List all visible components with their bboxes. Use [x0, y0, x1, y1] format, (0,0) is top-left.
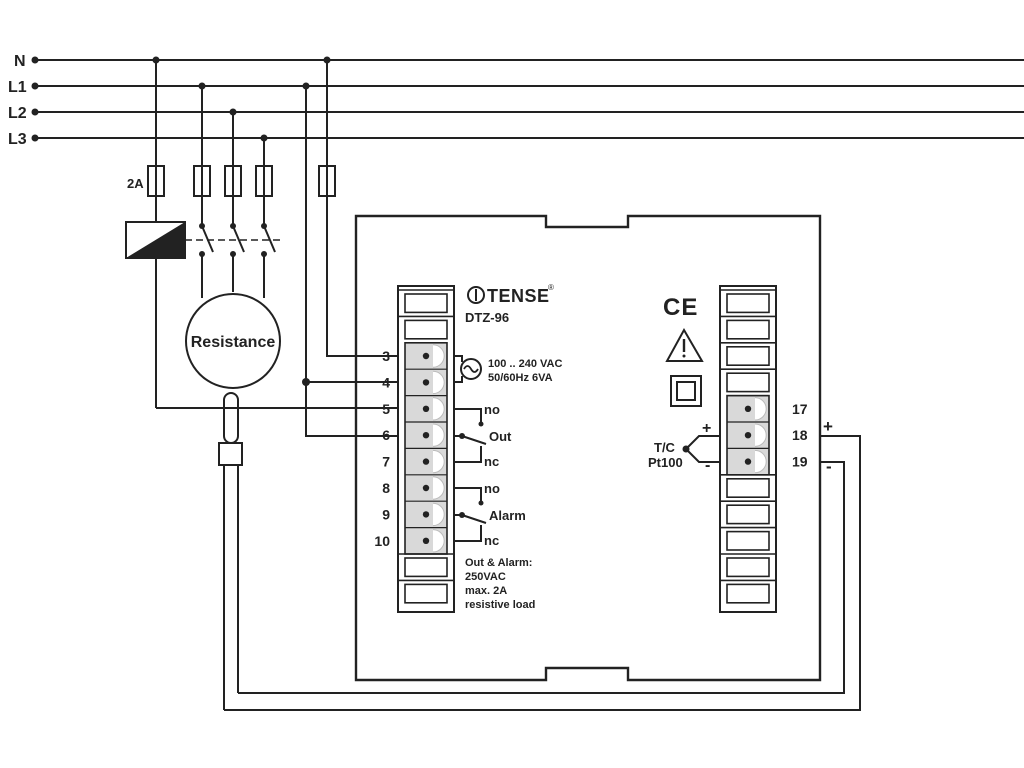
warning-triangle-icon	[665, 327, 704, 362]
left-terminal-block	[398, 289, 454, 604]
terminal-screw	[422, 352, 430, 360]
relay-note-line-3: max. 2A	[465, 585, 507, 597]
terminal-screw	[744, 405, 752, 412]
probe-minus-label: -	[826, 457, 832, 476]
terminal-screw	[744, 432, 752, 439]
line-label-l2: L2	[8, 105, 27, 122]
terminal-number: 7	[382, 454, 390, 470]
line-label-l1: L1	[8, 79, 27, 96]
terminal-number: 5	[382, 401, 390, 417]
load-label: Resistance	[191, 334, 276, 351]
terminal-number: 18	[792, 427, 808, 443]
ac-supply-icon	[454, 355, 482, 383]
terminal-screw	[422, 405, 430, 412]
terminal-screw	[422, 432, 430, 439]
relay-note-line-2: 250VAC	[465, 571, 506, 583]
fuse-rating-label: 2A	[127, 176, 144, 191]
temperature-probe	[218, 392, 861, 711]
alarm-nc-label: nc	[484, 533, 499, 548]
alarm-label: Alarm	[489, 508, 526, 523]
alarm-no-label: no	[484, 481, 500, 496]
terminal-screw	[422, 484, 430, 492]
relay-note-line-4: resistive load	[465, 599, 535, 611]
sensor-plus: +	[702, 420, 711, 437]
supply-lines: N L1 L2 L3	[8, 53, 1024, 148]
controller-wiring	[156, 86, 398, 437]
controller-housing: TENSE ® DTZ-96 100 .. 240 VAC 50/60Hz 6V…	[354, 214, 833, 682]
ce-mark-icon: CE	[663, 294, 698, 321]
terminal-screw	[422, 537, 430, 544]
contactor	[125, 221, 282, 408]
terminal-number: 8	[382, 480, 390, 496]
out-no-label: no	[484, 402, 500, 417]
terminal-screw	[744, 458, 752, 465]
terminal-screw	[422, 379, 430, 386]
fuses: 2A	[127, 60, 336, 226]
svg-text:®: ®	[548, 283, 554, 292]
sensor-type-tc: T/C	[654, 440, 676, 455]
double-insulation-icon	[670, 375, 702, 407]
terminal-screw	[422, 458, 430, 465]
line-label-n: N	[14, 53, 26, 70]
terminal-number: 9	[382, 506, 390, 522]
supply-frequency: 50/60Hz 6VA	[488, 372, 553, 384]
left-terminal-numbers: 3 4 5 6 7 8 9 10	[374, 348, 390, 549]
relay-note-line-1: Out & Alarm:	[465, 557, 532, 569]
terminal-screw	[422, 511, 430, 518]
alarm-relay-contact: no Alarm nc	[454, 481, 526, 548]
sensor-input: T/C Pt100 + -	[648, 420, 720, 474]
terminal-number: 10	[374, 533, 390, 549]
brand-name: TENSE	[487, 286, 550, 306]
supply-voltage: 100 .. 240 VAC	[488, 358, 562, 370]
out-relay-contact: no Out nc	[454, 402, 512, 469]
brand-logo: TENSE ®	[467, 283, 554, 306]
terminal-number: 19	[792, 454, 808, 470]
right-terminal-block	[720, 289, 776, 604]
relay-rating-note: Out & Alarm: 250VAC max. 2A resistive lo…	[465, 557, 535, 611]
terminal-number: 6	[382, 427, 390, 443]
model-label: DTZ-96	[465, 310, 509, 325]
line-label-l3: L3	[8, 131, 27, 148]
terminal-number: 4	[382, 374, 390, 390]
terminal-number: 17	[792, 401, 808, 417]
out-label: Out	[489, 429, 512, 444]
resistance-load: Resistance	[185, 293, 281, 389]
probe-plus-label: +	[823, 417, 833, 436]
terminal-number: 3	[382, 348, 390, 364]
out-nc-label: nc	[484, 454, 499, 469]
right-terminal-numbers: 17 18 19	[792, 401, 808, 470]
sensor-minus: -	[705, 457, 710, 474]
sensor-type-pt100: Pt100	[648, 455, 683, 470]
